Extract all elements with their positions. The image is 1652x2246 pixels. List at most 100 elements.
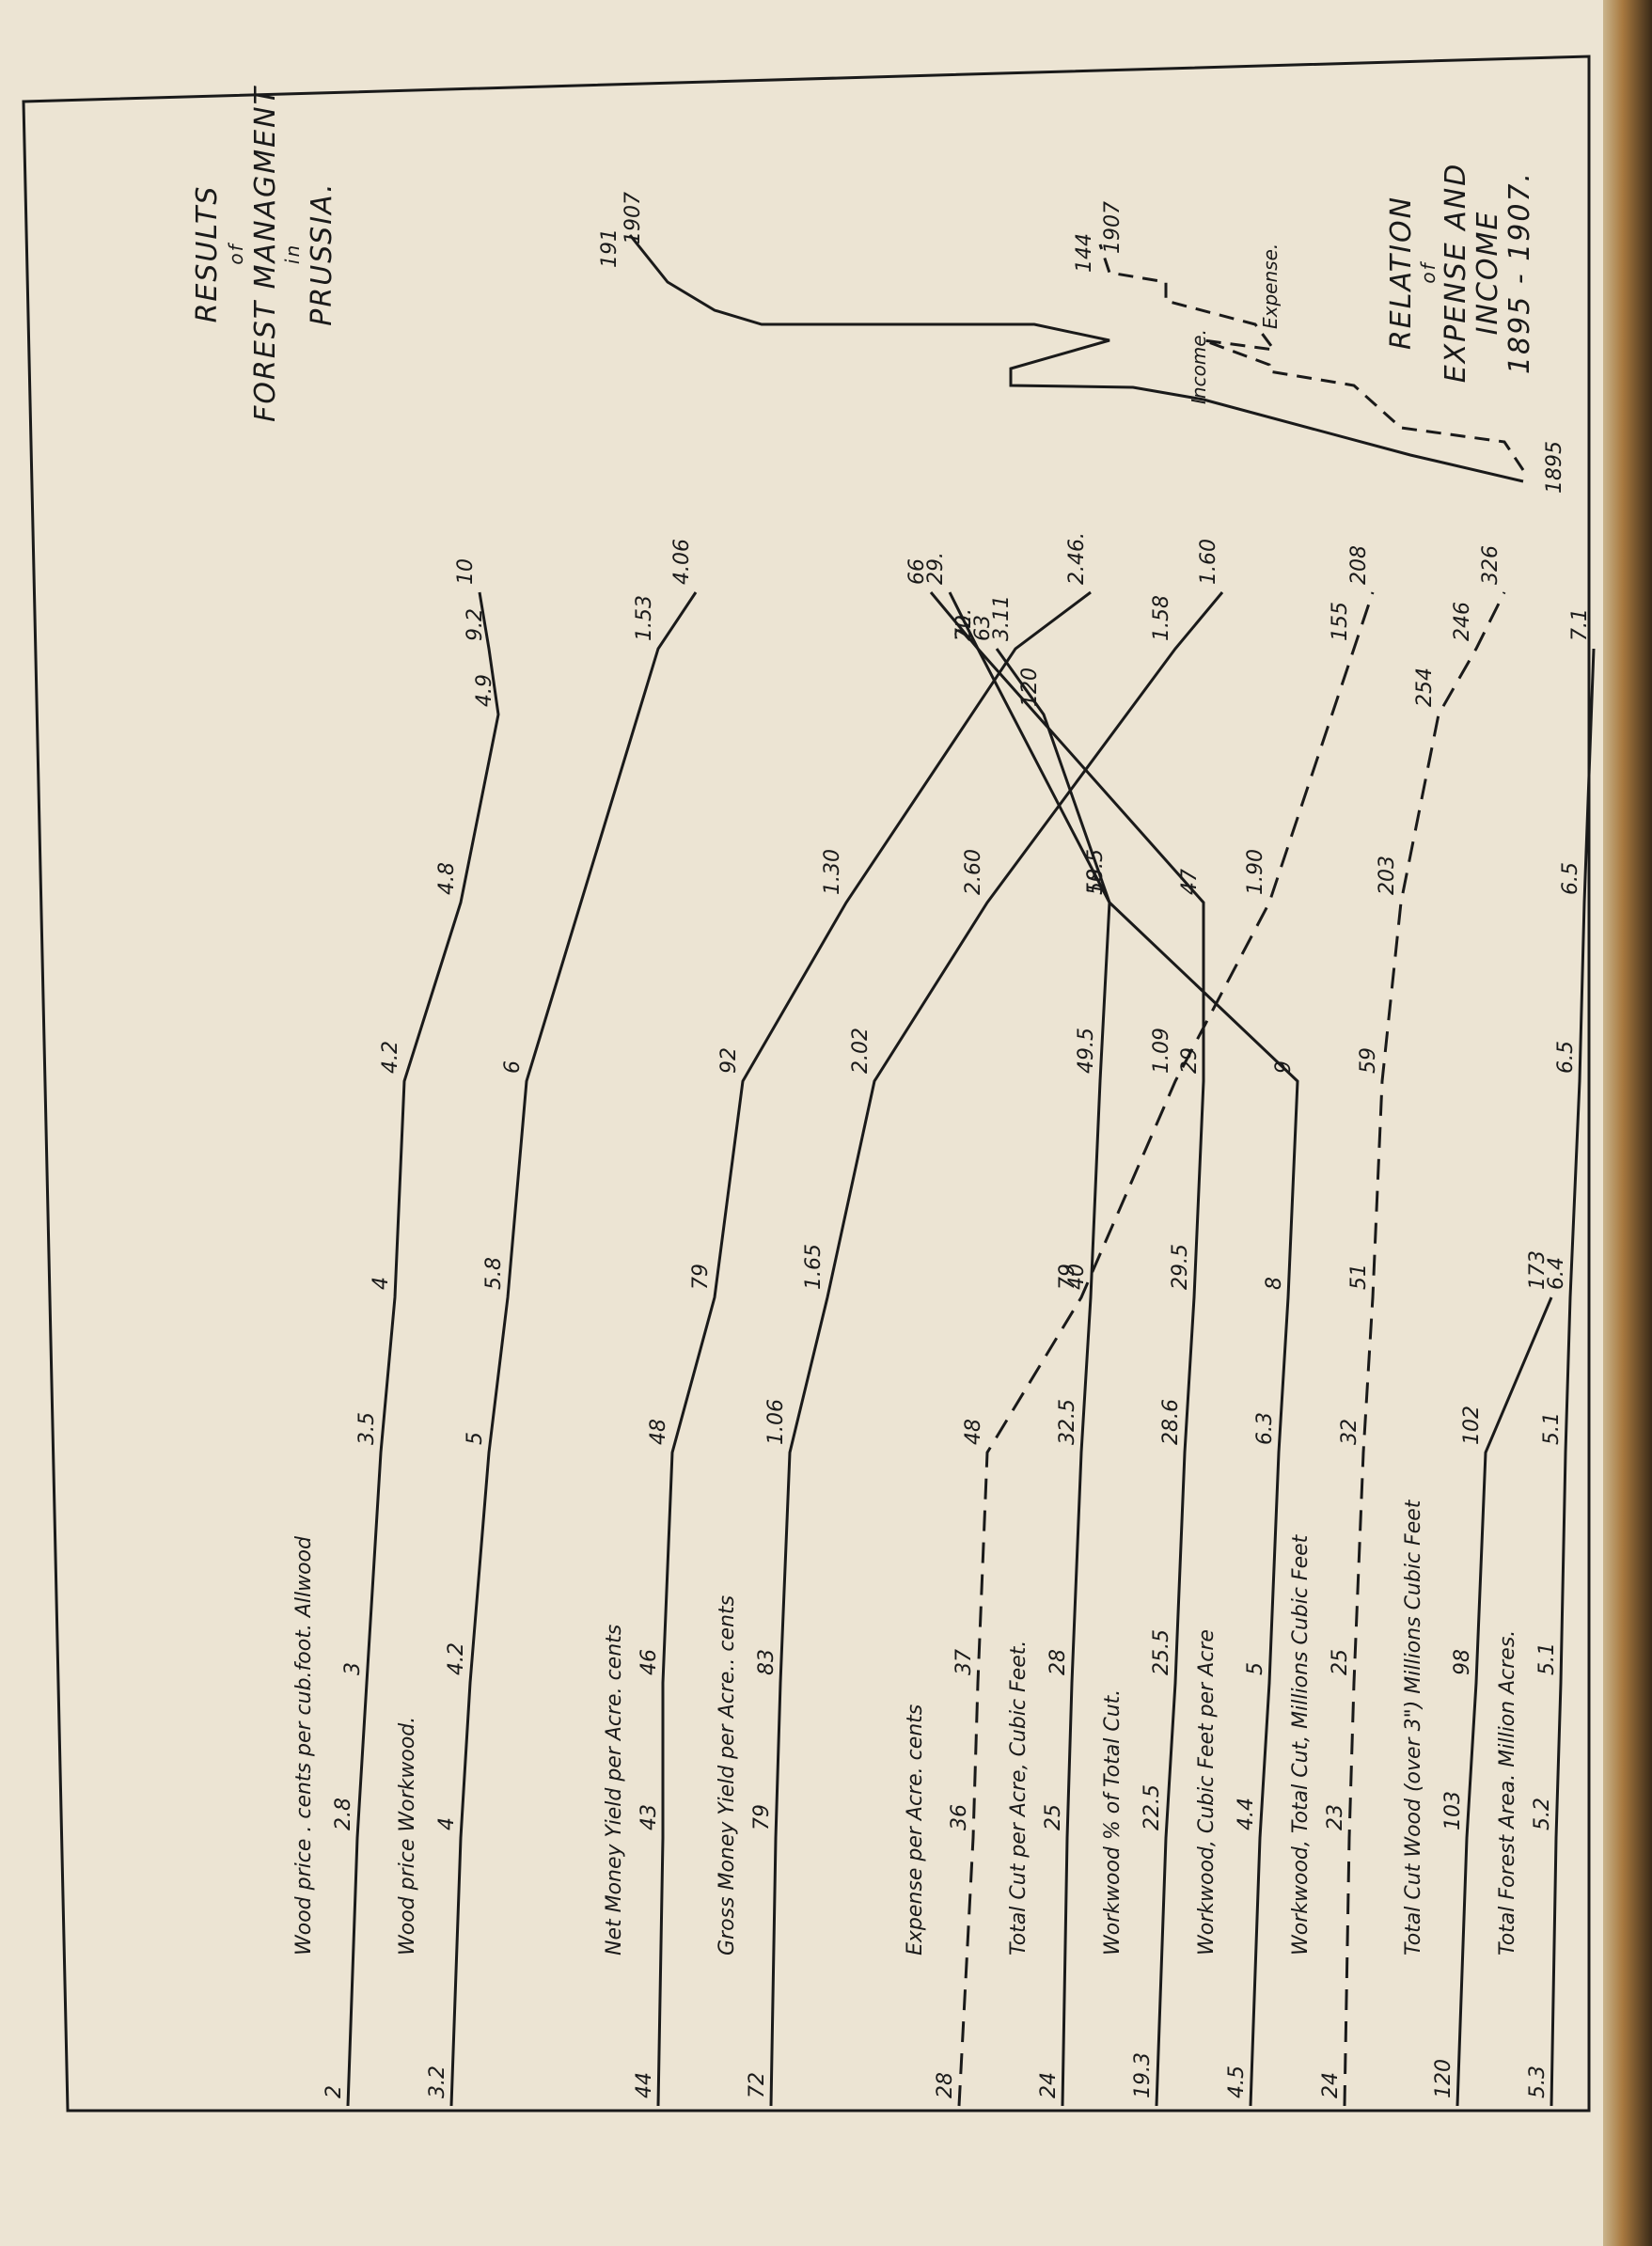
data-label: 79 [1056, 1264, 1079, 1290]
data-label: 326 [1479, 545, 1503, 585]
inset-income-end-year: 1907 [621, 192, 645, 244]
data-label: 37 [952, 1649, 976, 1675]
data-label: 92 [717, 1047, 741, 1074]
inset-title-line-1: RELATION [1385, 196, 1418, 350]
data-label: 3.2 [426, 2065, 449, 2098]
data-label: 2 [323, 2085, 346, 2098]
data-label: 5 [1244, 1662, 1267, 1675]
data-label: 120 [1432, 2059, 1455, 2098]
data-label: 8 [1263, 1277, 1286, 1290]
data-label: 4.2 [445, 1642, 468, 1675]
data-label: 102 [1460, 1406, 1484, 1445]
data-label: 4.5 [1225, 2065, 1249, 2098]
data-label: 59 [1357, 1047, 1380, 1074]
inset-title-line-5: 1895 - 1907. [1503, 171, 1536, 374]
data-label: 6.5 [1559, 862, 1582, 895]
data-label: 203 [1376, 856, 1399, 895]
inset-title-line-3: EXPENSE AND [1440, 163, 1472, 384]
data-label: 29 [1178, 1047, 1202, 1074]
series-line-10 [1455, 1296, 1553, 2107]
data-label: 1.30 [821, 849, 844, 895]
data-label: 36 [948, 1804, 971, 1830]
data-label: 1.09 [1150, 1028, 1173, 1074]
data-label: 79 [750, 1804, 774, 1830]
data-label: 29.5 [1169, 1244, 1192, 1290]
data-label: 19.3 [1131, 2052, 1155, 2098]
series-line-1 [346, 591, 500, 2107]
data-label: 1.90 [1244, 849, 1267, 895]
data-label: 2.02 [849, 1028, 873, 1074]
data-label: 66 [905, 558, 929, 585]
data-label: 173 [1526, 1250, 1550, 1290]
data-label: 4.9 [473, 674, 496, 707]
data-label: 46 [637, 1649, 661, 1675]
data-label: 5.2 [1531, 1798, 1554, 1830]
data-label: 22.5 [1141, 1784, 1164, 1830]
data-label: 70 [952, 615, 976, 641]
data-label: 2.8 [332, 1798, 355, 1830]
series-name: Workwood % of Total Cut. [1101, 1689, 1125, 1955]
series-name: Expense per Acre. cents [904, 1704, 927, 1955]
series-name: Total Forest Area. Million Acres. [1496, 1630, 1519, 1955]
data-label: 1.58 [1150, 595, 1173, 641]
series-name: Total Cut Wood (over 3") Millions Cubic … [1402, 1499, 1425, 1955]
inset-income-label: Income. [1188, 329, 1210, 404]
data-label: 9 [1272, 1060, 1296, 1074]
data-label: 246 [1451, 602, 1474, 641]
series-line-7 [929, 591, 1205, 2107]
inset-title-line-2: of [1417, 260, 1440, 283]
data-label: 1.53 [633, 595, 656, 641]
data-label: 48 [962, 1419, 985, 1445]
inset-expense-label: Expense. [1259, 243, 1282, 329]
inset-income-line [628, 234, 1524, 483]
series-line-8 [995, 648, 1299, 2107]
data-label: 63 [971, 615, 995, 641]
title-line-5: PRUSSIA. [306, 181, 338, 325]
inset-start-label: 1895 [1543, 441, 1566, 494]
data-label: 6 [501, 1060, 525, 1074]
inset-income-end-value: 191 [598, 228, 621, 268]
data-label: 208 [1347, 545, 1371, 585]
data-label: 48 [647, 1419, 670, 1445]
data-label: 7.1 [1568, 608, 1592, 641]
data-label: 3 [341, 1662, 365, 1675]
data-label: 4.2 [379, 1041, 402, 1074]
data-label: 83 [755, 1649, 779, 1675]
data-label: 79 [689, 1264, 713, 1290]
series-line-2 [449, 591, 698, 2107]
data-label: 72 [746, 2072, 769, 2098]
data-label: 120 [1018, 668, 1042, 707]
data-label: 24 [1319, 2072, 1343, 2098]
data-label: 5.3 [1526, 2065, 1550, 2098]
series-line-4 [769, 591, 1224, 2107]
data-label: 5 [464, 1432, 487, 1445]
data-label: 9.2 [464, 608, 487, 641]
book-spine-edge [1603, 0, 1652, 2246]
chart-frame [22, 55, 1591, 2112]
data-label: 2.46. [1065, 532, 1089, 585]
series-name: Wood price Workwood. [396, 1717, 419, 1955]
data-label: 5.1 [1535, 1642, 1559, 1675]
series-name: Workwood, Cubic Feet per Acre [1195, 1629, 1219, 1955]
title-line-2: of [225, 242, 247, 264]
title-line-1: RESULTS [191, 185, 224, 323]
data-label: 24 [1037, 2072, 1061, 2098]
data-label: 4.8 [435, 862, 459, 895]
data-label: 51 [1347, 1264, 1371, 1290]
series-line-11 [1550, 648, 1596, 2107]
inset-expense-end-value: 144 [1073, 233, 1096, 273]
data-label: 254 [1413, 668, 1437, 707]
data-label: 49.5 [1075, 1028, 1098, 1074]
data-label: 4 [435, 1817, 459, 1830]
data-label: 10 [454, 558, 478, 585]
data-label: 25 [1042, 1804, 1065, 1830]
data-label: 1.06 [764, 1399, 788, 1445]
series-line-3 [656, 590, 1092, 2107]
data-label: 1.65 [802, 1244, 826, 1290]
data-label: 4.06 [670, 539, 694, 585]
data-label: 29. [924, 552, 948, 585]
data-label: 43 [637, 1804, 661, 1830]
series-name: Net Money Yield per Acre. cents [603, 1625, 626, 1955]
data-label: 5.1 [1540, 1412, 1564, 1445]
